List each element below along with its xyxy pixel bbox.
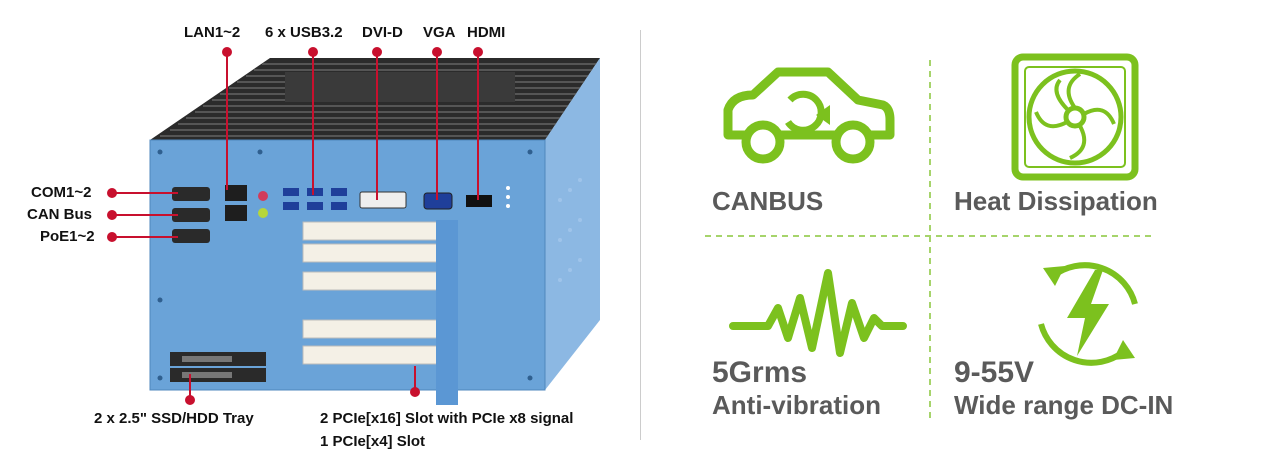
hdmi-port — [466, 195, 492, 207]
label-tray: 2 x 2.5" SSD/HDD Tray — [94, 410, 254, 427]
heatsink — [150, 58, 600, 140]
feature-grid-lines — [705, 60, 1155, 420]
label-poe: PoE1~2 — [40, 228, 95, 245]
chassis-side — [545, 58, 600, 390]
label-hdmi: HDMI — [467, 24, 506, 41]
feature-vibration-value: 5Grms — [712, 356, 808, 389]
drive-trays — [170, 352, 266, 382]
feature-vibration-label: Anti-vibration — [712, 390, 881, 420]
feature-power-label: Wide range DC-IN — [954, 390, 1174, 420]
feature-power-value: 9-55V — [954, 356, 1035, 389]
car-cycle-icon — [723, 67, 895, 164]
label-com: COM1~2 — [31, 184, 92, 201]
vibration-wave-icon — [729, 269, 907, 357]
label-pcie-line2: 1 PCIe[x4] Slot — [320, 433, 426, 450]
section-divider — [640, 30, 641, 440]
label-vga: VGA — [423, 24, 456, 41]
dvi-port — [359, 191, 407, 209]
fan-icon — [1011, 53, 1139, 181]
label-lan: LAN1~2 — [184, 24, 241, 41]
lan-ports — [225, 185, 247, 221]
feature-heat: Heat Dissipation — [954, 186, 1158, 216]
feature-canbus: CANBUS — [712, 186, 824, 216]
label-dvi: DVI-D — [362, 24, 403, 41]
usb-ports — [283, 188, 347, 210]
label-usb: 6 x USB3.2 — [265, 24, 343, 41]
power-cycle-icon — [1038, 262, 1138, 366]
label-can: CAN Bus — [27, 206, 93, 223]
com-ports — [172, 187, 210, 243]
product-illustration — [107, 47, 600, 405]
label-pcie-line1: 2 PCIe[x16] Slot with PCIe x8 signal — [320, 410, 574, 427]
